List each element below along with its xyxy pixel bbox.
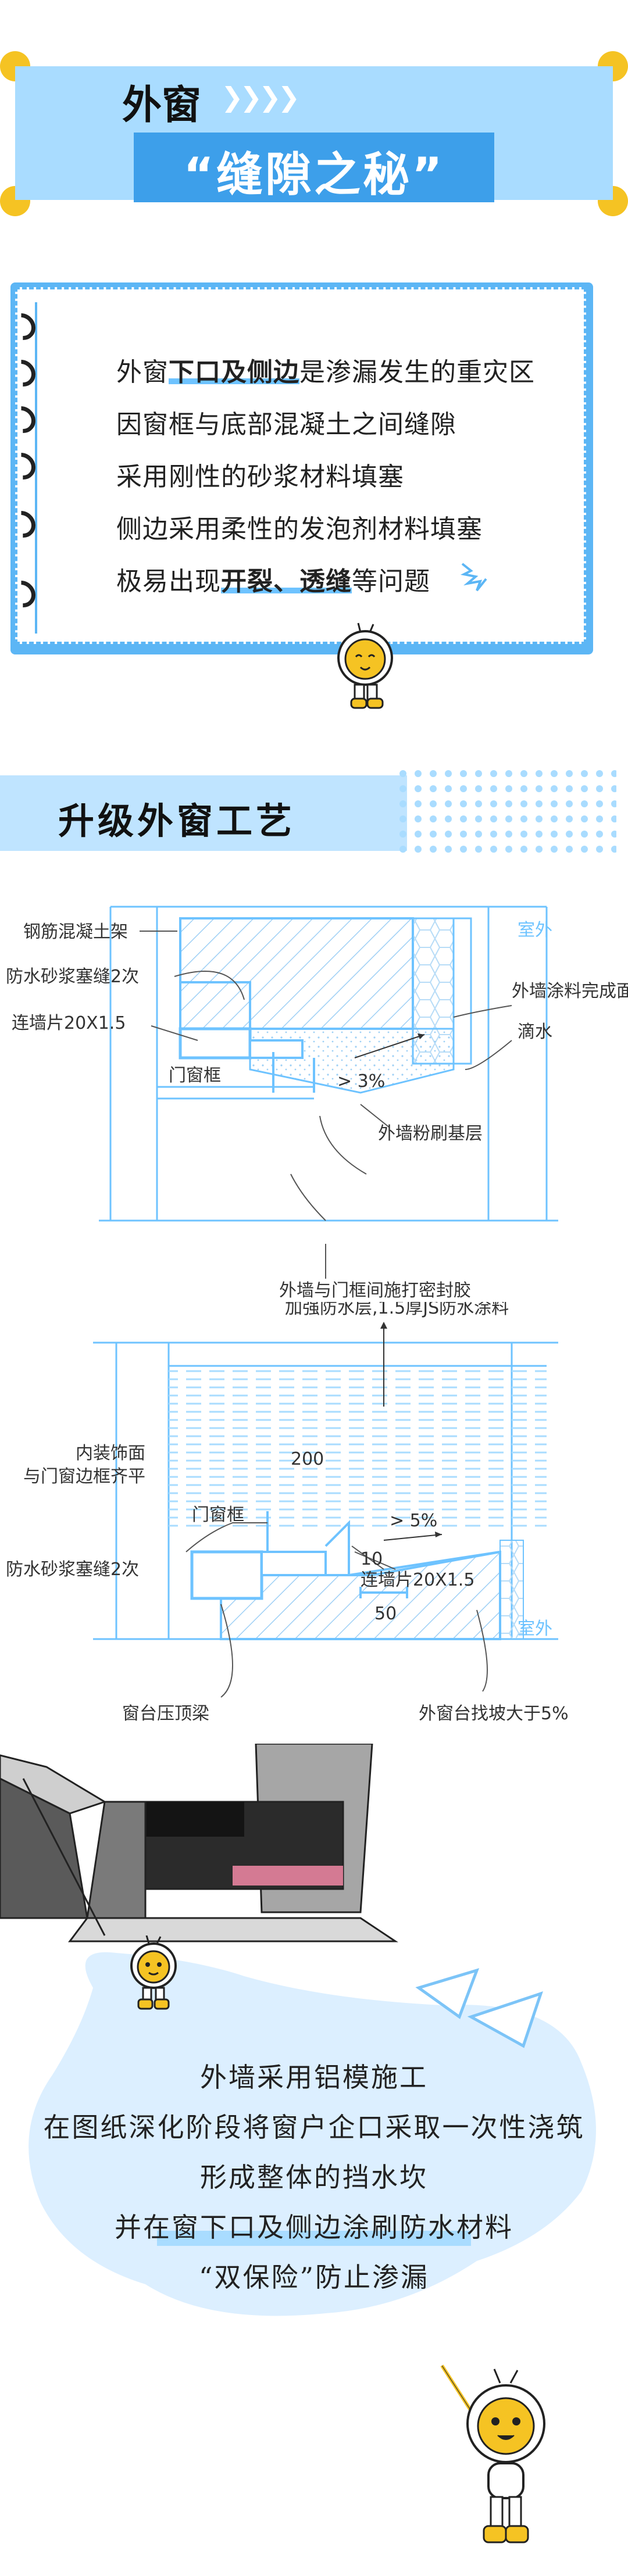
label-dim-50: 50 xyxy=(374,1604,397,1624)
header-subtitle-box xyxy=(134,133,494,202)
label-window-frame: 门窗框 xyxy=(169,1065,221,1086)
label-rc-frame: 钢筋混凝土架 xyxy=(23,922,128,942)
label-outdoor: 室外 xyxy=(518,1619,552,1639)
label-dim-200: 200 xyxy=(291,1449,324,1469)
label-finish-line-2: 与门窗边框齐平 xyxy=(23,1466,145,1487)
window-detail-diagram-1: 钢筋混凝土架 防水砂浆塞缝2次 连墙片20X1.5 门窗框 室外 外墙涂料完成面… xyxy=(6,906,628,1301)
label-window-frame: 门窗框 xyxy=(192,1505,244,1525)
bubble-line: “双保险”防止渗漏 xyxy=(198,2262,430,2293)
label-dim-10: 10 xyxy=(361,1549,383,1569)
label-drip: 滴水 xyxy=(518,1022,552,1042)
label-sealant: 外墙与门框间施打密封胶 xyxy=(279,1280,471,1301)
list-item: 侧边采用柔性的发泡剂材料填塞 xyxy=(116,514,483,544)
label-plaster: 外墙粉刷基层 xyxy=(378,1124,483,1144)
label-slope: > 5% xyxy=(390,1511,437,1531)
label-connector: 连墙片20X1.5 xyxy=(12,1013,126,1033)
section-title: 升级外窗工艺 xyxy=(58,800,296,842)
label-connector: 连墙片20X1.5 xyxy=(361,1570,474,1590)
header-title: 外窗 xyxy=(122,83,202,128)
label-coating: 外墙涂料完成面 xyxy=(512,981,628,1001)
speech-bubble xyxy=(28,1952,596,2316)
window-opening-illustration xyxy=(0,1744,398,1942)
bubble-line: 外墙采用铝模施工 xyxy=(200,2062,428,2093)
info-card-inner xyxy=(15,287,586,644)
label-mortar: 防水砂浆塞缝2次 xyxy=(6,967,139,987)
list-item: 外窗下口及侧边是渗漏发生的重灾区 xyxy=(116,357,535,387)
burst-icon xyxy=(460,563,487,592)
bubble-line: 并在窗下口及侧边涂刷防水材料 xyxy=(115,2212,513,2243)
label-finish-line-1: 内装饰面 xyxy=(76,1443,145,1464)
mascot-icon xyxy=(337,622,393,709)
header-subtitle: “缝隙之秘” xyxy=(183,148,445,202)
label-slope: > 3% xyxy=(337,1071,385,1092)
label-mortar: 防水砂浆塞缝2次 xyxy=(6,1559,139,1580)
list-item: 采用刚性的砂浆材料填塞 xyxy=(116,462,404,492)
dot-pattern xyxy=(395,766,616,859)
bubble-line: 形成整体的挡水坎 xyxy=(200,2162,428,2193)
mascot-icon xyxy=(130,1935,177,2010)
list-item: 极易出现开裂、透缝等问题 xyxy=(116,567,430,596)
spine-line xyxy=(35,302,37,634)
pointing-mascot-icon xyxy=(440,2364,545,2543)
label-outdoor: 室外 xyxy=(518,920,552,940)
window-detail-diagram-2: 加强防水层,1.5厚JS防水涂料 内装饰面 与门窗边框齐平 200 门窗框 > … xyxy=(6,1302,569,1724)
label-waterproof: 加强防水层,1.5厚JS防水涂料 xyxy=(285,1302,509,1318)
chevron-icons: ❯❯❯❯ xyxy=(221,81,300,113)
bubble-line: 在图纸深化阶段将窗户企口采取一次性浇筑 xyxy=(43,2112,585,2143)
label-sill-slope: 外窗台找坡大于5% xyxy=(419,1704,569,1724)
list-item: 因窗框与底部混凝土之间缝隙 xyxy=(116,410,456,439)
section-title-box xyxy=(0,775,407,851)
label-beam: 窗台压顶梁 xyxy=(122,1704,209,1724)
